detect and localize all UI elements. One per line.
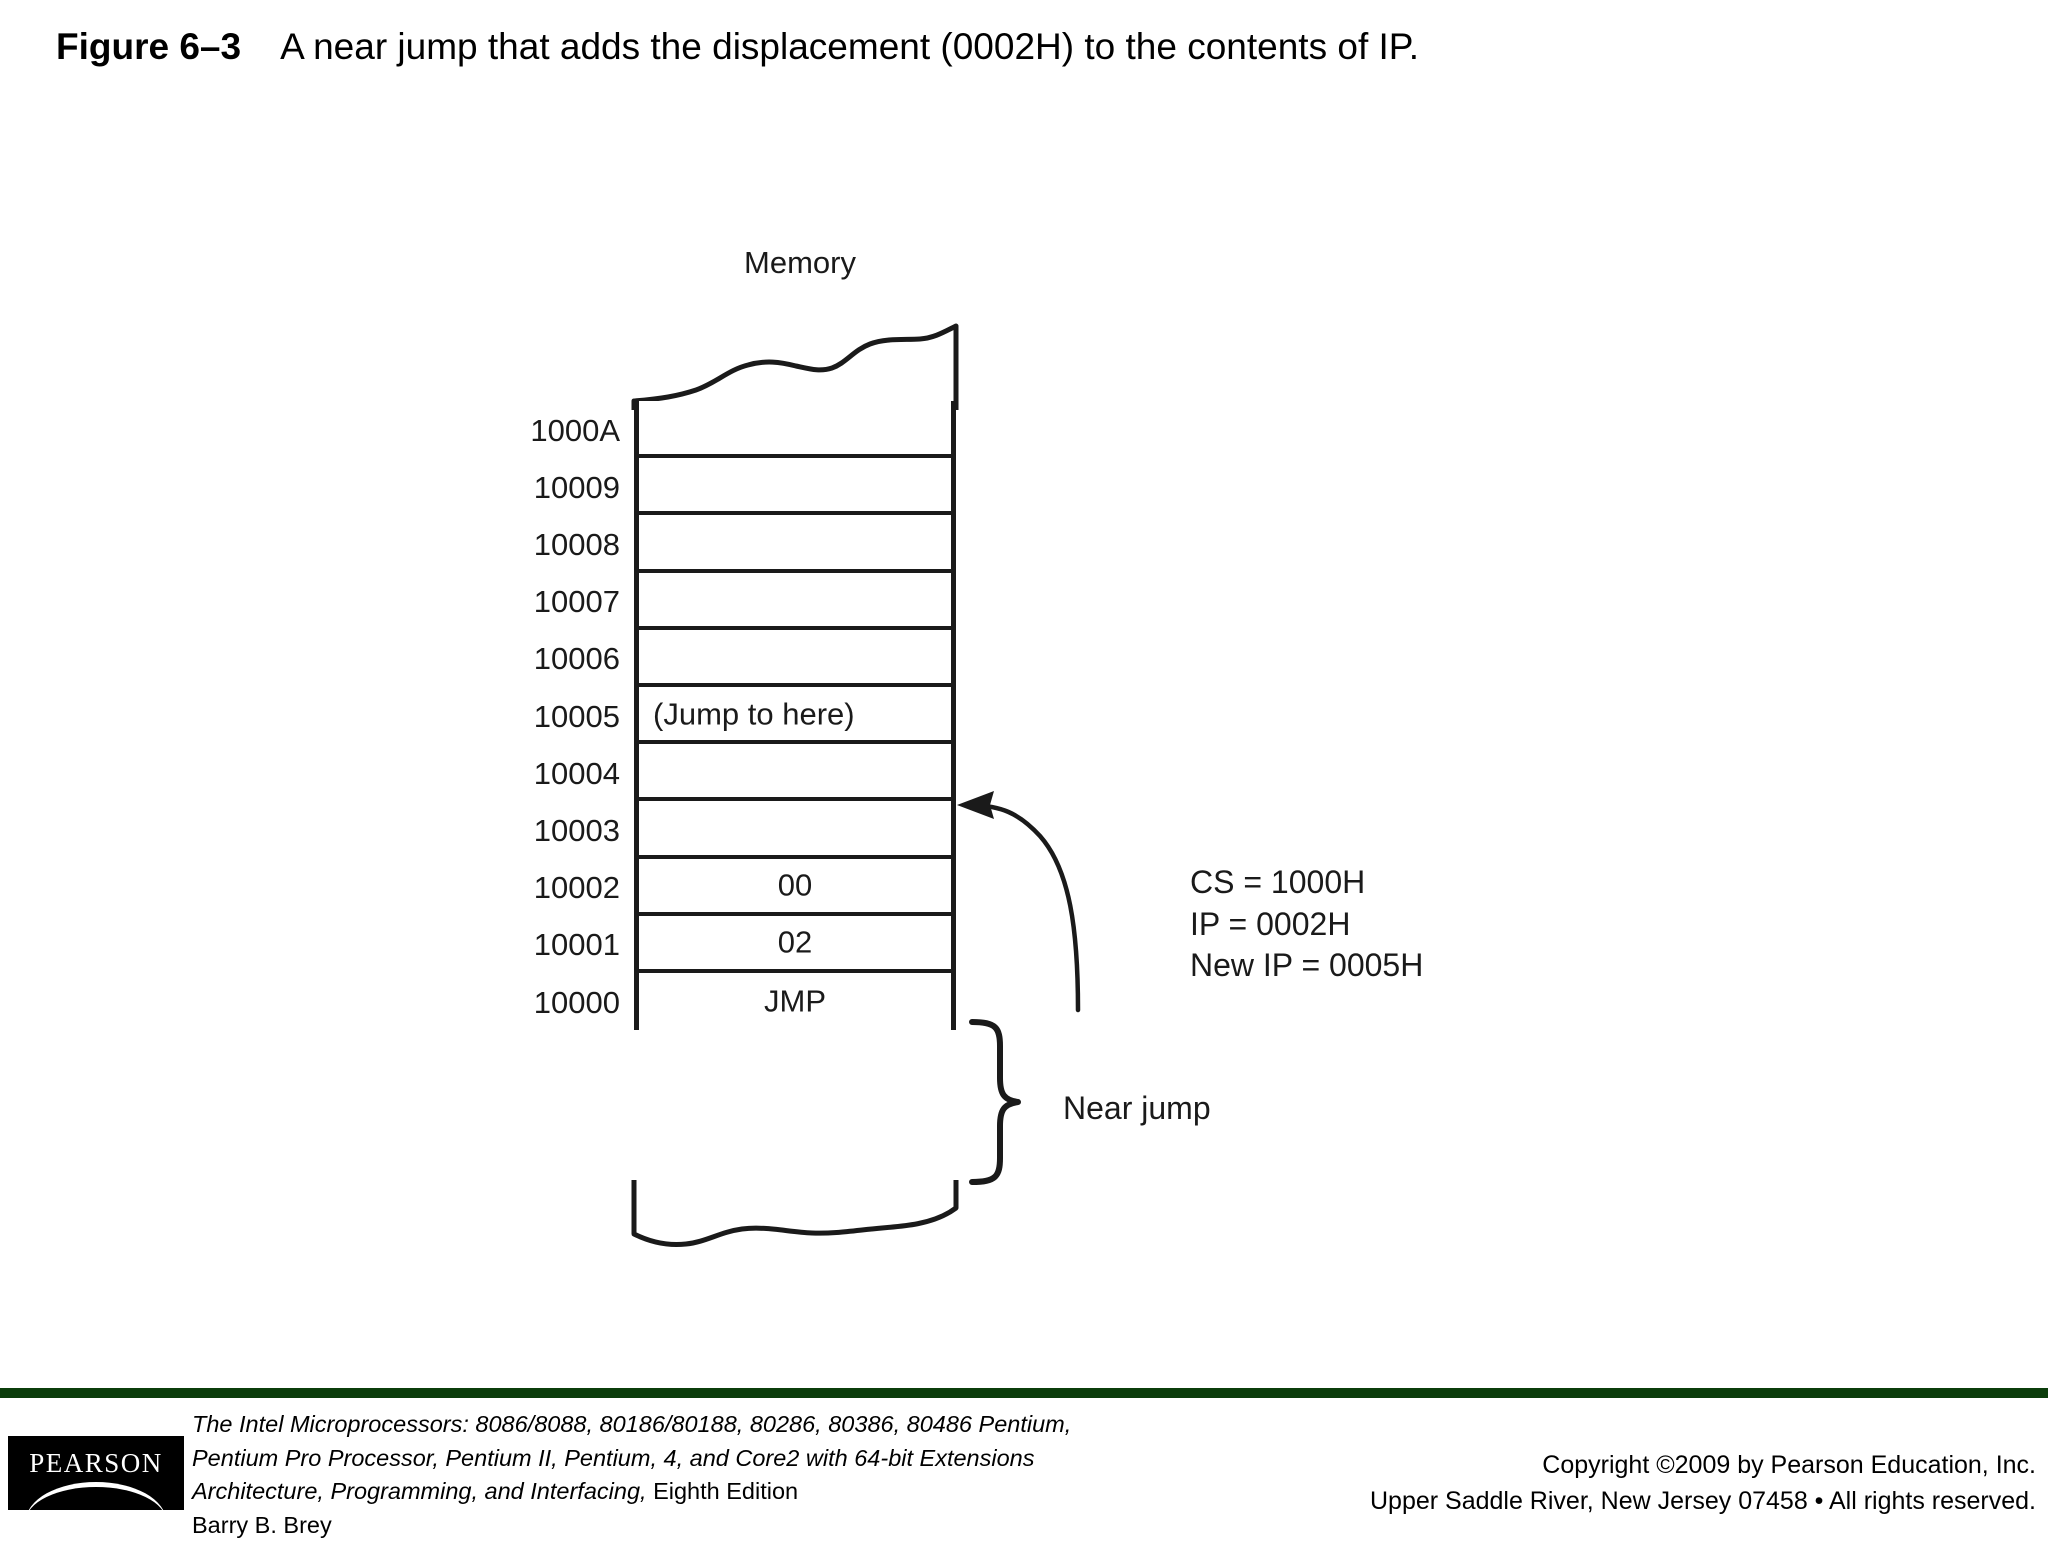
jump-arrow-icon — [957, 791, 1081, 1013]
near-jump-label: Near jump — [1063, 1090, 1211, 1126]
memory-cell-10005: (Jump to here) — [634, 686, 956, 745]
memory-cell-10001: 02 — [634, 915, 956, 973]
ip-value: IP = 0002H — [1190, 905, 1351, 942]
figure-caption: A near jump that adds the displacement (… — [280, 26, 1419, 67]
near-jump-brace-icon — [969, 1019, 1021, 1185]
address-label-10006: 10006 — [533, 641, 620, 677]
memory-column-title: Memory — [744, 245, 856, 280]
footer: PEARSON The Intel Microprocessors: 8086/… — [0, 1398, 2048, 1538]
register-values-note: CS = 1000H IP = 0002H New IP = 0005H — [1190, 862, 1423, 987]
book-title-line-3: Architecture, Programming, and Interfaci… — [192, 1475, 1071, 1509]
book-edition: Eighth Edition — [646, 1478, 799, 1505]
book-citation: The Intel Microprocessors: 8086/8088, 80… — [192, 1408, 1071, 1542]
figure-number: Figure 6–3 — [56, 26, 242, 67]
new-ip-value: New IP = 0005H — [1190, 947, 1424, 984]
figure-title: Figure 6–3 A near jump that adds the dis… — [56, 24, 1419, 70]
cs-value: CS = 1000H — [1190, 864, 1366, 900]
memory-cell-10002: 00 — [634, 858, 956, 916]
address-label-1000A: 1000A — [530, 412, 620, 448]
memory-cell-10007 — [634, 572, 956, 630]
torn-edge-top-icon — [631, 323, 959, 410]
address-label-10003: 10003 — [533, 813, 620, 848]
memory-cell-value: (Jump to here) — [653, 696, 855, 732]
book-title-line-3-italic: Architecture, Programming, and Interfaci… — [192, 1478, 647, 1505]
memory-cell-value: 02 — [777, 924, 813, 960]
address-label-10004: 10004 — [533, 755, 620, 791]
torn-edge-bottom-icon — [631, 1180, 959, 1247]
address-label-10005: 10005 — [533, 698, 620, 734]
address-label-10008: 10008 — [533, 527, 620, 562]
memory-cell-value: JMP — [764, 983, 826, 1019]
pearson-logo: PEARSON — [8, 1436, 184, 1510]
address-label-10002: 10002 — [533, 870, 620, 906]
book-title-line-2: Pentium Pro Processor, Pentium II, Penti… — [192, 1444, 1035, 1471]
memory-cell-10009 — [634, 458, 956, 516]
copyright-line-2: Upper Saddle River, New Jersey 07458 • A… — [1369, 1486, 2036, 1515]
memory-cell-10006 — [634, 629, 956, 687]
pearson-wordmark: PEARSON — [29, 1448, 163, 1478]
address-label-10009: 10009 — [533, 469, 620, 505]
memory-cell-10004 — [634, 744, 956, 802]
pearson-arc-icon — [26, 1482, 166, 1510]
address-label-10007: 10007 — [533, 584, 620, 620]
address-label-10000: 10000 — [533, 984, 620, 1020]
memory-cell-value: 00 — [777, 867, 813, 903]
copyright-notice: Copyright ©2009 by Pearson Education, In… — [1370, 1448, 2036, 1519]
memory-cell-10003 — [634, 801, 956, 859]
book-title-line-1: The Intel Microprocessors: 8086/8088, 80… — [192, 1411, 1072, 1437]
address-label-10001: 10001 — [533, 927, 620, 963]
book-author: Barry B. Brey — [192, 1511, 332, 1538]
memory-cell-1000A — [634, 401, 956, 459]
diagram-annotations-overlay — [957, 791, 1081, 1185]
memory-cell-10008 — [634, 515, 956, 573]
footer-divider — [0, 1388, 2048, 1398]
memory-cell-10000: JMP — [634, 972, 956, 1031]
copyright-line-1: Copyright ©2009 by Pearson Education, In… — [1542, 1451, 2036, 1479]
